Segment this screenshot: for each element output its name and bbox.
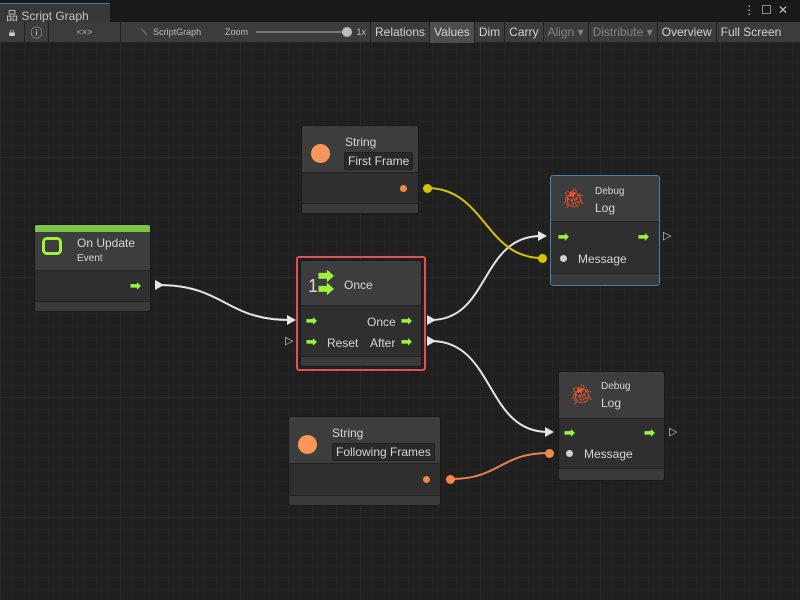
tab-script-graph[interactable]: 品 Script Graph	[0, 3, 110, 23]
wire-once-to-log1	[430, 235, 542, 321]
string-value-field[interactable]: First Frame	[344, 152, 414, 170]
toolbar: 🔒︎ ⓘ <×> ⟍ScriptGraph Zoom 1x Relations …	[0, 21, 800, 43]
wire-after-to-log2	[430, 340, 549, 433]
overview-button[interactable]: Overview	[658, 21, 717, 43]
log2-enter-port[interactable]	[545, 427, 554, 437]
output-port[interactable]	[423, 476, 430, 483]
info-icon: ⓘ	[30, 25, 43, 40]
lock-icon: 🔒︎	[8, 24, 16, 39]
once-node[interactable]: 1 ⮕⮕ Once ➡ Once ➡ ➡ Reset After ➡	[300, 260, 422, 367]
graph-icon: ⟍	[140, 26, 148, 37]
zoom-slider[interactable]	[256, 27, 353, 37]
once-loop-icon: ⮕⮕	[318, 269, 335, 299]
log1-enter-port[interactable]	[538, 231, 547, 241]
string-icon	[298, 435, 317, 454]
align-dropdown[interactable]: Align ▾	[544, 21, 589, 43]
enter-input-arrow-icon: ➡	[306, 313, 317, 328]
values-button[interactable]: Values	[430, 21, 475, 43]
flow-output-arrow-icon: ➡	[130, 278, 141, 293]
string2-output-connector[interactable]	[446, 475, 455, 484]
exit-output-arrow-icon: ➡	[638, 229, 649, 244]
string1-output-connector[interactable]	[423, 184, 432, 193]
after-output-arrow-icon: ➡	[401, 334, 412, 349]
on-update-output-port[interactable]	[155, 280, 164, 290]
update-event-icon	[42, 237, 62, 255]
message-port-dot	[566, 450, 573, 457]
zoom-slider-handle[interactable]	[342, 27, 353, 37]
enter-input-arrow-icon: ➡	[558, 229, 569, 244]
once-enter-port[interactable]	[287, 315, 296, 325]
kebab-icon[interactable]: ⋮	[743, 3, 762, 17]
wire-update-to-once	[157, 284, 291, 321]
graph-breadcrumb[interactable]: ⟍ScriptGraph	[140, 26, 202, 38]
string-node-following-frames[interactable]: String Following Frames	[288, 416, 441, 506]
string-value-field[interactable]: Following Frames	[332, 443, 435, 461]
once-node-selection	[296, 256, 426, 371]
zoom-control: Zoom 1x	[221, 21, 371, 43]
once-output-arrow-icon: ➡	[401, 313, 412, 328]
maximize-icon[interactable]: ☐	[761, 3, 778, 17]
message-port-dot	[560, 255, 567, 262]
relations-button[interactable]: Relations	[371, 21, 431, 43]
string-icon	[311, 144, 330, 163]
hierarchy-icon: 品	[6, 9, 22, 23]
bug-icon: 🐞︎	[561, 188, 587, 210]
exit-output-arrow-icon: ➡	[644, 425, 655, 440]
once-output-port[interactable]	[427, 315, 436, 325]
full-screen-button[interactable]: Full Screen	[720, 25, 782, 39]
info-button[interactable]: ⓘ	[25, 21, 49, 43]
log1-message-connector[interactable]	[538, 254, 547, 263]
wire-string1-to-message	[426, 187, 543, 259]
string-node-first-frame[interactable]: String First Frame	[301, 125, 419, 214]
on-update-event-node[interactable]: On Update Event ➡	[34, 224, 151, 312]
log2-exit-port[interactable]: ▷	[669, 426, 678, 438]
wire-string2-to-message	[450, 452, 550, 480]
dim-button[interactable]: Dim	[475, 21, 506, 43]
debug-log-node-1[interactable]: 🐞︎ Debug Log ➡ ➡ Message	[550, 175, 660, 286]
code-button[interactable]: <×>	[49, 21, 121, 43]
enter-input-arrow-icon: ➡	[564, 425, 575, 440]
output-port[interactable]	[400, 185, 407, 192]
after-output-port[interactable]	[427, 336, 436, 346]
lock-button[interactable]: 🔒︎	[0, 21, 25, 43]
debug-log-node-2[interactable]: 🐞︎ Debug Log ➡ ➡ Message	[558, 371, 665, 481]
tab-bar: 品 Script Graph ⋮☐✕	[0, 0, 800, 23]
log2-message-connector[interactable]	[545, 449, 554, 458]
close-icon[interactable]: ✕	[777, 3, 794, 17]
bug-icon: 🐞︎	[569, 384, 595, 406]
reset-input-arrow-icon: ➡	[306, 334, 317, 349]
carry-button[interactable]: Carry	[505, 21, 544, 43]
log1-exit-port[interactable]: ▷	[663, 230, 672, 242]
distribute-dropdown[interactable]: Distribute ▾	[589, 21, 658, 43]
once-reset-port[interactable]: ▷	[285, 335, 294, 347]
